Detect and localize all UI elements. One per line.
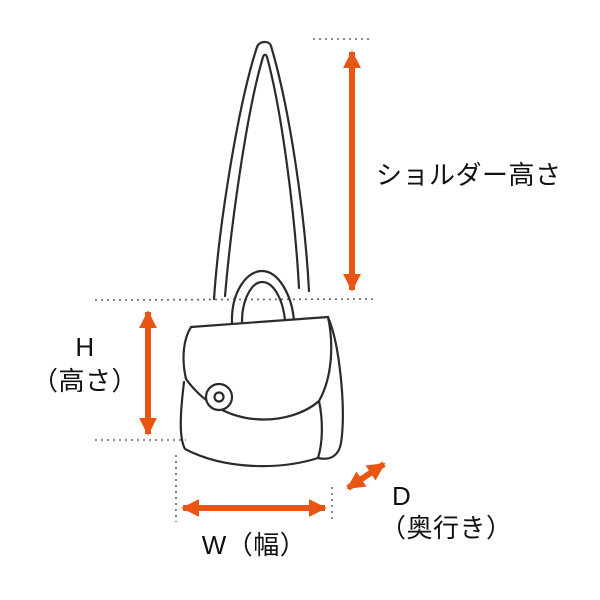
bag-side-panel <box>316 315 344 460</box>
depth-arrow <box>346 461 386 491</box>
clasp-outer-circle <box>204 382 234 412</box>
strap-outer-edge <box>212 40 311 301</box>
guide-lines <box>94 38 378 522</box>
height-label-letter: H <box>75 332 95 362</box>
bag-flap <box>182 315 333 421</box>
bag-body-bottom <box>179 380 320 468</box>
depth-label-letter: D <box>392 481 412 511</box>
width-label: W（幅） <box>201 530 307 560</box>
bag-illustration <box>179 40 344 468</box>
clasp-inner-circle <box>213 391 225 403</box>
shoulder-height-label: ショルダー高さ <box>376 160 562 190</box>
height-label: H （高さ） <box>18 330 152 398</box>
strap-inner-edge <box>223 53 301 298</box>
bag-body-right-edge <box>316 399 323 460</box>
depth-label-name: （奥行き） <box>380 513 513 543</box>
guide-bag-top <box>94 298 378 301</box>
handle-outer-edge <box>230 269 296 325</box>
dimension-arrows <box>139 50 386 517</box>
height-label-name: （高さ） <box>31 366 138 396</box>
depth-label: D （奥行き） <box>380 480 513 544</box>
handle-inner-edge <box>240 280 287 324</box>
